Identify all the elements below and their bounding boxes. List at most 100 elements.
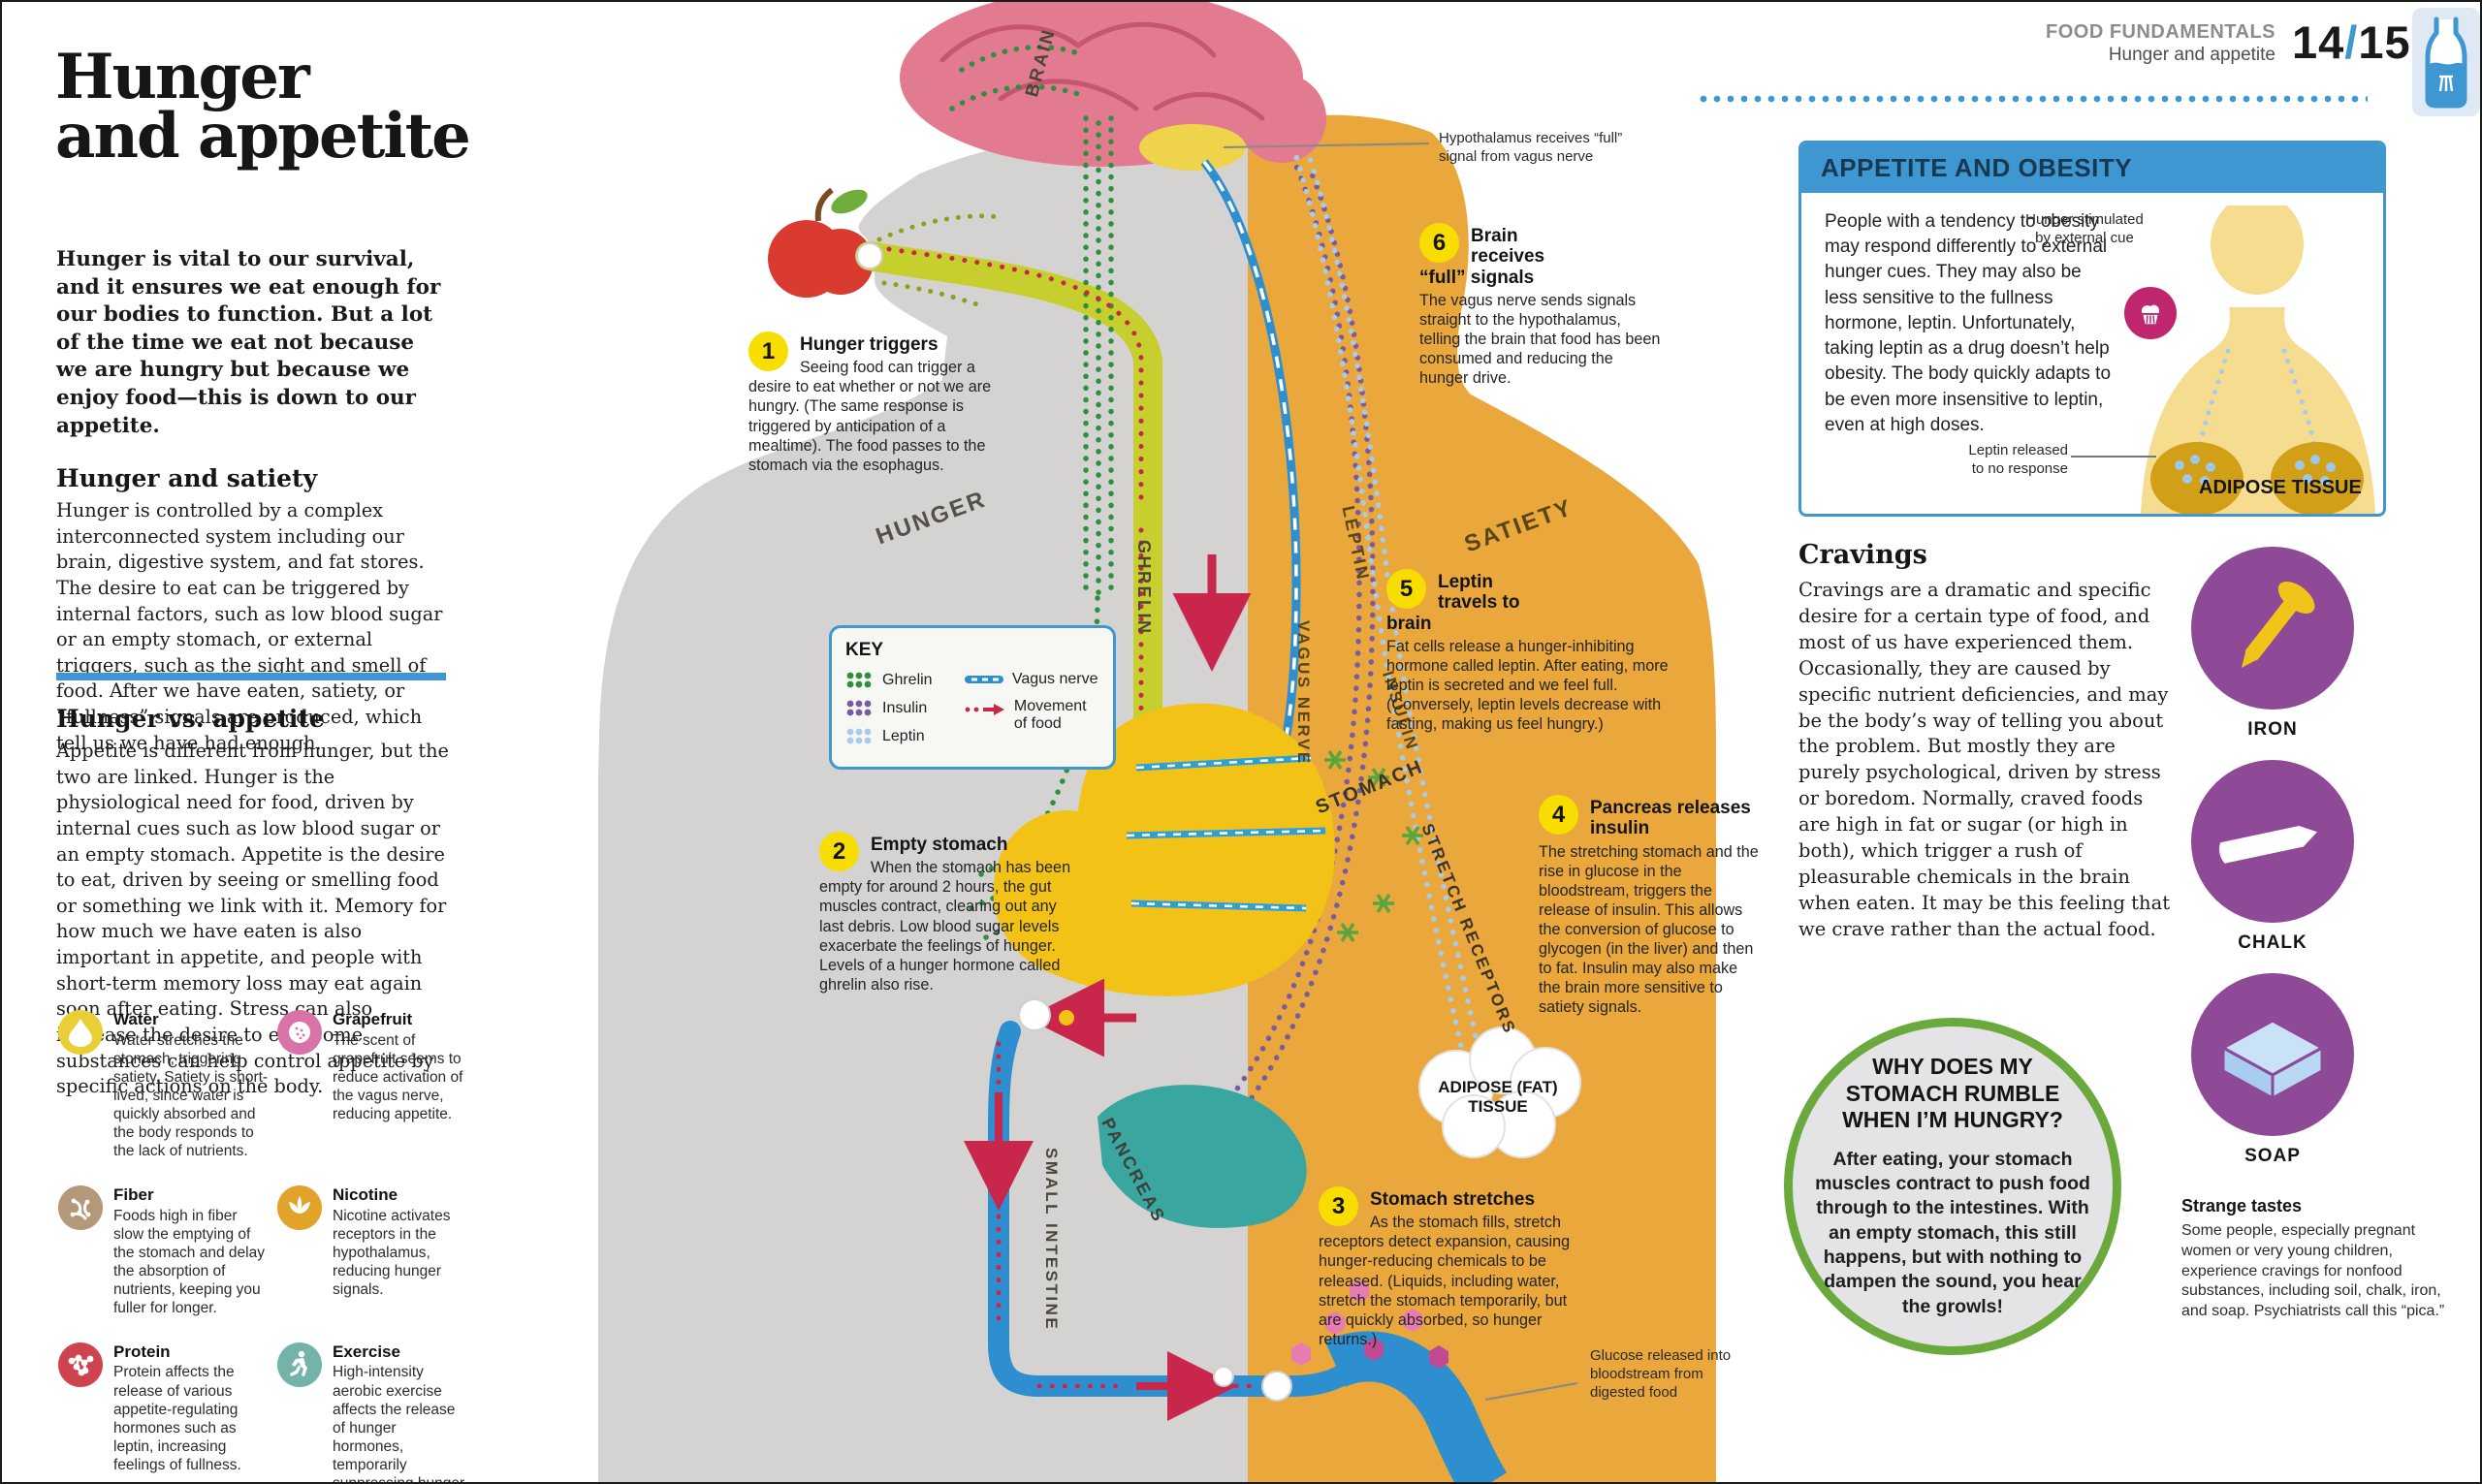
step-body: Seeing food can trigger a desire to eat … bbox=[748, 359, 992, 474]
body-silhouette-gray bbox=[598, 125, 1248, 1482]
section-heading-appetite: Hunger vs. appetite bbox=[56, 705, 325, 733]
obesity-leptin-label: Leptin released to no response bbox=[1968, 442, 2068, 477]
key-title: KEY bbox=[845, 640, 884, 660]
hypothalamus bbox=[1139, 124, 1246, 171]
esophagus-path bbox=[855, 241, 1162, 787]
step-number-badge: 4 bbox=[1539, 795, 1578, 835]
movement-arrow-icon bbox=[965, 704, 1004, 715]
step-4: 4 Pancreas releases insulin The stretchi… bbox=[1539, 795, 1764, 1017]
step-6: 6 Brain receives “full” signals The vagu… bbox=[1419, 223, 1662, 388]
step-number-badge: 5 bbox=[1386, 569, 1426, 609]
step-2: 2 Empty stomach When the stomach has bee… bbox=[819, 832, 1079, 995]
obesity-figure bbox=[2141, 205, 2375, 514]
label-small-intestine: SMALL INTESTINE bbox=[1042, 1148, 1061, 1332]
cravings-heading: Cravings bbox=[1798, 540, 1927, 570]
protein-molecule-icon bbox=[58, 1342, 103, 1387]
nicotine-leaf-icon bbox=[277, 1184, 322, 1230]
exercise-runner-icon bbox=[277, 1342, 322, 1387]
page-number: 14/15 bbox=[2292, 16, 2411, 68]
step-5: 5 Leptin travels to brain Fat cells rele… bbox=[1386, 569, 1670, 734]
body-silhouette-gold bbox=[1248, 114, 1716, 1482]
leptin-trail bbox=[1290, 144, 1483, 1071]
pancreas-illustration bbox=[1098, 1085, 1307, 1228]
step-body: When the stomach has been empty for arou… bbox=[819, 859, 1071, 994]
section-heading-satiety: Hunger and satiety bbox=[56, 464, 318, 492]
step-number-badge: 2 bbox=[819, 832, 859, 871]
step-title: Brain receives “full” signals bbox=[1419, 226, 1545, 288]
soap-icon bbox=[2221, 1019, 2324, 1100]
iron-label: IRON bbox=[2247, 719, 2298, 740]
rumble-answer: After eating, your stomach muscles contr… bbox=[1815, 1148, 2090, 1317]
step-number-badge: 3 bbox=[1319, 1186, 1358, 1226]
diagram-key: KEY Ghrelin Insulin Leptin bbox=[829, 625, 1116, 770]
step-title: Stomach stretches bbox=[1370, 1189, 1536, 1210]
key-item-ghrelin: Ghrelin bbox=[845, 671, 964, 689]
step-body: The vagus nerve sends signals straight t… bbox=[1419, 291, 1661, 388]
glucose-hexagons bbox=[1291, 1279, 1448, 1369]
key-item-vagus: Vagus nerve bbox=[964, 671, 1099, 688]
vagus-nerve-icon bbox=[964, 676, 1003, 683]
obesity-box-title: APPETITE AND OBESITY bbox=[1801, 143, 2383, 193]
grapefruit-icon bbox=[277, 1010, 322, 1055]
obesity-cue-label: Hunger stimulated by external cue bbox=[2025, 211, 2144, 246]
adipose-tissue-illustration bbox=[1418, 1026, 1581, 1158]
step-number-badge: 6 bbox=[1419, 223, 1459, 263]
section-body-appetite: Appetite is different from hunger, but t… bbox=[56, 740, 449, 1098]
header-category: FOOD FUNDAMENTALS bbox=[2046, 21, 2275, 43]
step-number-badge: 1 bbox=[748, 332, 788, 371]
leptin-dots-icon bbox=[846, 728, 872, 744]
label-vagus-nerve: VAGUS NERVE bbox=[1294, 620, 1313, 766]
strange-tastes-body: Some people, especially pregnant women o… bbox=[2181, 1222, 2445, 1320]
iron-nail-icon bbox=[2241, 581, 2315, 668]
soap-label: SOAP bbox=[2244, 1146, 2301, 1166]
stomach-rumble-callout: WHY DOES MY STOMACH RUMBLE WHEN I’M HUNG… bbox=[1784, 1018, 2121, 1355]
ghrelin-dots-icon bbox=[846, 672, 872, 688]
step-1: 1 Hunger triggers Seeing food can trigge… bbox=[748, 332, 1008, 475]
callout-glucose: Glucose released into bloodstream from d… bbox=[1590, 1347, 1732, 1401]
obesity-sidebar-box: APPETITE AND OBESITY People with a tende… bbox=[1798, 141, 2386, 517]
step-body: Fat cells release a hunger-inhibiting ho… bbox=[1386, 637, 1669, 734]
chalk-icon bbox=[2219, 825, 2317, 864]
chalk-icon-circle bbox=[2191, 760, 2354, 923]
insulin-dots-icon bbox=[846, 700, 872, 716]
fiber-icon bbox=[58, 1184, 103, 1230]
step-title: Leptin travels to brain bbox=[1386, 572, 1520, 634]
step-title: Hunger triggers bbox=[800, 334, 939, 355]
key-item-insulin: Insulin bbox=[845, 699, 964, 717]
leptin-leader-line bbox=[2071, 456, 2156, 458]
label-ghrelin: GHRELIN bbox=[1134, 540, 1154, 636]
cupcake-icon bbox=[2124, 287, 2177, 339]
apple-icon bbox=[768, 187, 1003, 310]
key-item-leptin: Leptin bbox=[845, 727, 964, 745]
strange-tastes-heading: Strange tastes bbox=[2181, 1196, 2303, 1216]
label-adipose-tissue: ADIPOSE (FAT) TISSUE bbox=[1438, 1078, 1558, 1117]
key-item-movement: Movement of food bbox=[964, 698, 1099, 733]
soap-icon-circle bbox=[2191, 973, 2354, 1136]
step-body: As the stomach fills, stretch receptors … bbox=[1319, 1214, 1571, 1348]
step-title: Pancreas releases insulin bbox=[1590, 798, 1751, 839]
section-body-satiety: Hunger is controlled by a complex interc… bbox=[56, 499, 443, 754]
step-title: Empty stomach bbox=[871, 835, 1008, 855]
obesity-box-body: People with a tendency to obesity may re… bbox=[1825, 211, 2112, 435]
iron-icon-circle bbox=[2191, 547, 2354, 710]
intro-lead: Hunger is vital to our survival, and it … bbox=[56, 247, 441, 438]
body-diagram bbox=[598, 2, 1716, 1482]
header-topic: Hunger and appetite bbox=[2108, 45, 2275, 65]
milk-bottle-icon bbox=[2412, 8, 2480, 116]
step-body: The stretching stomach and the rise in g… bbox=[1539, 842, 1759, 1017]
stretch-receptors bbox=[1126, 750, 1423, 942]
stomach-illustration bbox=[993, 703, 1335, 996]
obesity-adipose-label: ADIPOSE TISSUE bbox=[2199, 477, 2362, 498]
chalk-label: CHALK bbox=[2238, 932, 2307, 953]
water-drop-icon bbox=[58, 1010, 103, 1055]
header-dotted-rule bbox=[1697, 95, 2368, 103]
